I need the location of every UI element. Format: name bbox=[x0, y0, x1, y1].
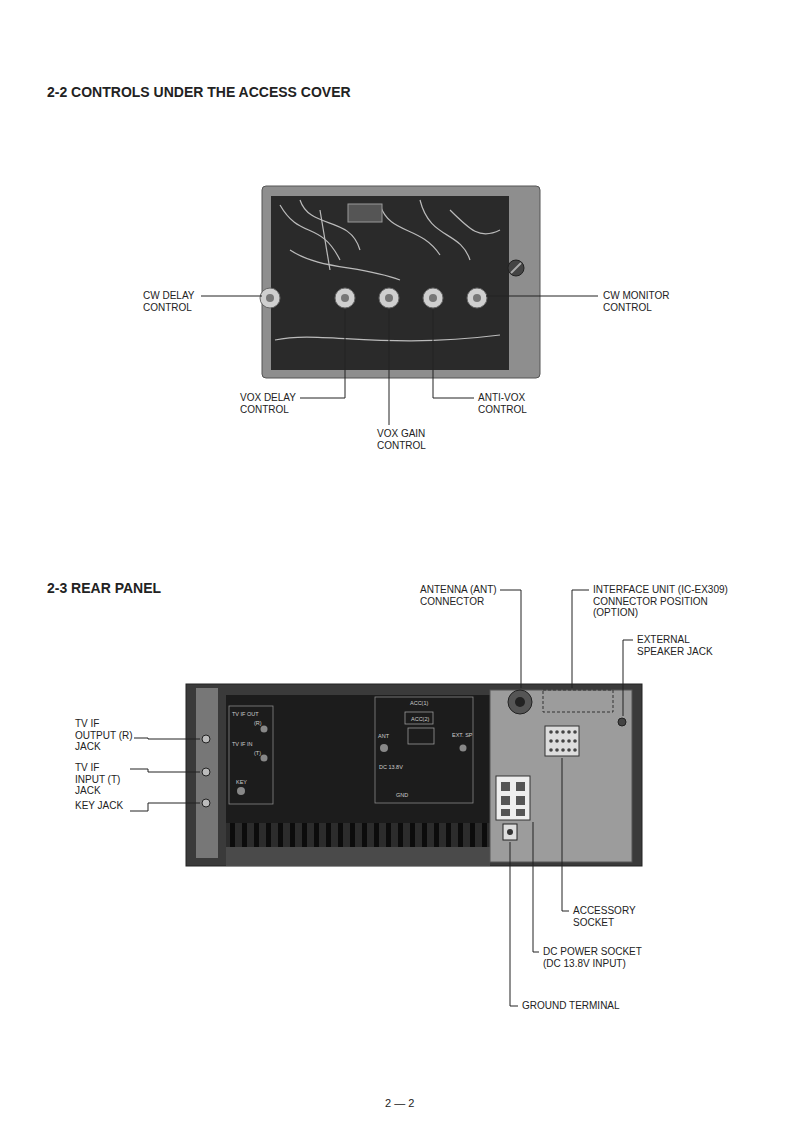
callout-label: TV IF OUTPUT (R) JACK bbox=[75, 718, 135, 753]
circuit-board bbox=[271, 196, 509, 370]
section-heading: 2-2 CONTROLS UNDER THE ACCESS COVER bbox=[47, 84, 351, 100]
control-knobs bbox=[260, 288, 487, 308]
callout-label: CW MONITOR CONTROL bbox=[603, 290, 673, 313]
ground-terminal bbox=[503, 824, 517, 840]
chassis-foot bbox=[226, 847, 490, 866]
panel-marking: TV IF IN bbox=[232, 741, 252, 747]
panel-marking: (R) bbox=[254, 720, 262, 726]
dc-power-socket bbox=[496, 776, 530, 820]
panel-marking: ANT bbox=[378, 733, 389, 739]
callout-label: GROUND TERMINAL bbox=[522, 1000, 620, 1012]
wires bbox=[275, 200, 500, 341]
section-heading: 2-3 REAR PANEL bbox=[47, 580, 161, 596]
access-cover-frame bbox=[262, 186, 540, 378]
screw bbox=[508, 260, 524, 276]
panel-marking: (T) bbox=[254, 750, 261, 756]
callout-label: VOX GAIN CONTROL bbox=[377, 428, 433, 451]
speaker-jack bbox=[618, 718, 626, 726]
heat-sink-panel bbox=[226, 695, 490, 847]
callout-label: TV IF INPUT (T) JACK bbox=[75, 762, 129, 797]
rear-chassis bbox=[186, 684, 642, 866]
heat-sink-fins bbox=[226, 823, 490, 847]
panel-marking: KEY bbox=[236, 779, 247, 785]
callout-label: CW DELAY CONTROL bbox=[143, 290, 199, 313]
accessory-socket bbox=[545, 726, 579, 756]
page-number: 2 — 2 bbox=[385, 1097, 414, 1110]
panel-marking: DC 13.8V bbox=[379, 764, 403, 770]
panel-marking: EXT. SP bbox=[452, 732, 472, 738]
callout-label: VOX DELAY CONTROL bbox=[240, 392, 298, 415]
panel-marking: ACC(2) bbox=[411, 716, 429, 722]
panel-marking: GND bbox=[396, 792, 408, 798]
leader-lines bbox=[201, 296, 598, 425]
callout-label: ANTENNA (ANT) CONNECTOR bbox=[420, 584, 498, 607]
side-panel bbox=[196, 688, 218, 858]
leader-lines bbox=[130, 590, 633, 1006]
interface-position bbox=[543, 690, 613, 712]
callout-label: EXTERNAL SPEAKER JACK bbox=[637, 634, 717, 657]
connector-label-panel bbox=[375, 697, 473, 803]
antenna-connector bbox=[508, 690, 532, 714]
callout-label: KEY JACK bbox=[75, 800, 129, 812]
callout-label: DC POWER SOCKET (DC 13.8V INPUT) bbox=[543, 946, 653, 969]
side-jacks bbox=[202, 735, 210, 807]
panel-marking: ACC(1) bbox=[410, 700, 428, 706]
rear-plate bbox=[490, 690, 632, 862]
panel-marking: TV IF OUT bbox=[232, 711, 259, 717]
panel-jacks bbox=[237, 726, 467, 796]
callout-label: ANTI-VOX CONTROL bbox=[478, 392, 538, 415]
callout-label: INTERFACE UNIT (IC-EX309) CONNECTOR POSI… bbox=[593, 584, 753, 619]
ic-chip bbox=[348, 204, 382, 222]
callout-label: ACCESSORY SOCKET bbox=[573, 905, 663, 928]
jack-label-panel bbox=[229, 706, 273, 804]
